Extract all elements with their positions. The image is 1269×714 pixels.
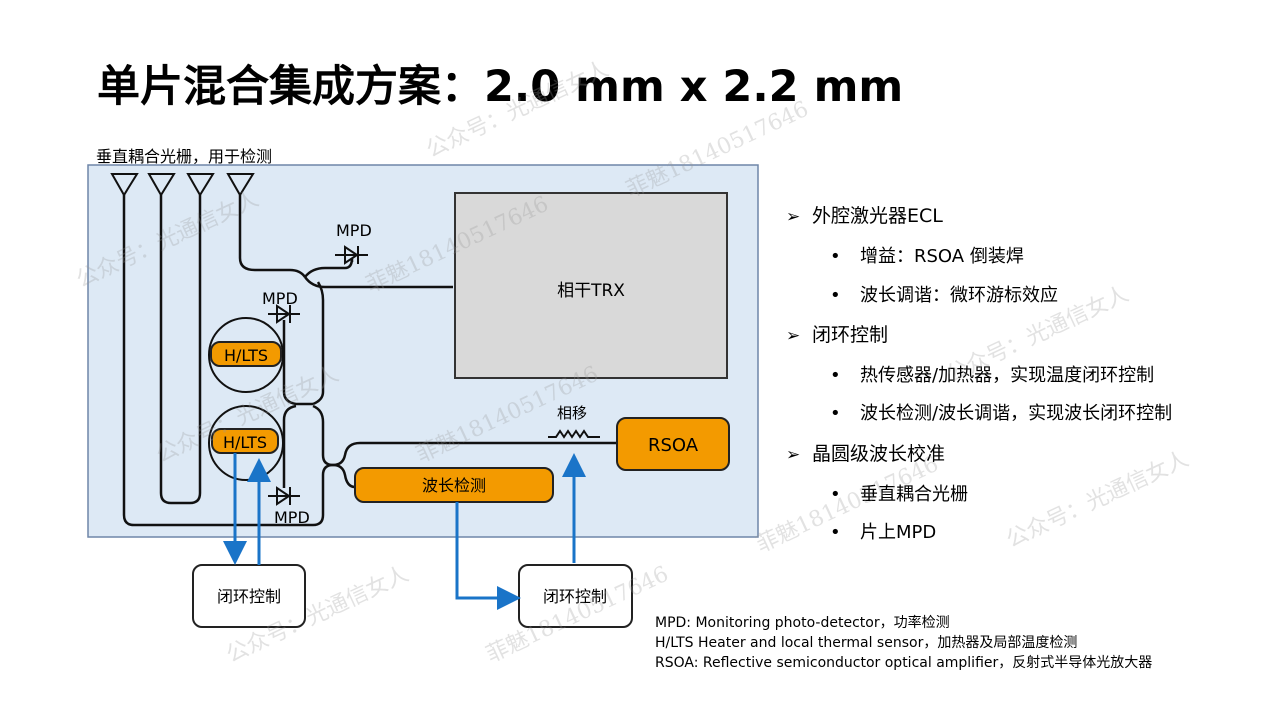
loop-control-box-1	[192, 564, 306, 628]
slide-title: 单片混合集成方案：2.0 mm x 2.2 mm	[97, 62, 904, 112]
bullet-loop-control: ➢ 闭环控制	[786, 320, 888, 347]
dot-bullet-icon: •	[830, 365, 841, 386]
bullet-grating: • 垂直耦合光栅	[830, 480, 968, 506]
loop-control-label-2: 闭环控制	[543, 587, 607, 606]
waveguides	[122, 195, 617, 527]
rsoa-block	[616, 417, 730, 471]
bullet-gain: • 增益：RSOA 倒装焊	[830, 242, 1024, 268]
mpd-label-middle: MPD	[262, 289, 298, 308]
grating-label: 垂直耦合光栅，用于检测	[96, 147, 273, 166]
phase-shifter-icon	[548, 429, 600, 439]
bullet-text: 外腔激光器ECL	[812, 205, 943, 227]
bullet-onchip-mpd: • 片上MPD	[830, 518, 936, 544]
grating-coupler-icons	[110, 173, 255, 197]
mpd-label-top: MPD	[336, 221, 372, 240]
bullet-text: 增益：RSOA 倒装焊	[860, 246, 1024, 267]
bullet-text: 晶圆级波长校准	[812, 443, 946, 465]
loop-control-label-1: 闭环控制	[217, 587, 281, 606]
bullet-ecl: ➢ 外腔激光器ECL	[786, 201, 943, 228]
mpd-label-bottom: MPD	[274, 508, 310, 527]
bullet-thermal: • 热传感器/加热器，实现温度闭环控制	[830, 361, 1154, 387]
arrow-bullet-icon: ➢	[786, 445, 801, 465]
bullet-text: 片上MPD	[860, 522, 937, 543]
ring-resonator-1	[208, 317, 284, 393]
legend-hlts: H/LTS Heater and local thermal sensor，加热…	[655, 635, 1078, 651]
hlts-label-1: H/LTS	[224, 346, 268, 365]
rsoa-label: RSOA	[648, 435, 699, 456]
mpd-diode-icons	[268, 245, 368, 506]
hlts-block-1	[210, 341, 282, 367]
dot-bullet-icon: •	[830, 285, 841, 306]
bullet-text: 热传感器/加热器，实现温度闭环控制	[860, 365, 1155, 386]
arrow-bullet-icon: ➢	[786, 326, 801, 346]
bullet-text: 闭环控制	[812, 324, 889, 346]
wavelength-detect-block	[354, 467, 554, 503]
bullet-wafer-calibration: ➢ 晶圆级波长校准	[786, 439, 945, 466]
legend-rsoa: RSOA: Reflective semiconductor optical a…	[655, 655, 1153, 671]
dot-bullet-icon: •	[830, 522, 841, 543]
bullet-text: 波长检测/波长调谐，实现波长闭环控制	[860, 403, 1173, 424]
dot-bullet-icon: •	[830, 484, 841, 505]
hlts-label-2: H/LTS	[223, 433, 267, 452]
dot-bullet-icon: •	[830, 246, 841, 267]
bullet-text: 垂直耦合光栅	[860, 484, 968, 505]
control-arrows	[223, 453, 586, 610]
bullet-wavelength-loop: • 波长检测/波长调谐，实现波长闭环控制	[830, 399, 1172, 425]
hlts-block-2	[211, 428, 279, 454]
wavelength-detect-label: 波长检测	[422, 476, 486, 495]
legend-mpd: MPD: Monitoring photo-detector，功率检测	[655, 615, 950, 631]
phase-shifter-label: 相移	[557, 404, 587, 422]
coherent-trx-block	[454, 192, 728, 379]
arrow-bullet-icon: ➢	[786, 207, 801, 227]
dot-bullet-icon: •	[830, 403, 841, 424]
bullet-text: 波长调谐：微环游标效应	[860, 285, 1058, 306]
coherent-trx-label: 相干TRX	[557, 281, 625, 301]
bullet-tuning: • 波长调谐：微环游标效应	[830, 281, 1058, 307]
ring-resonator-2	[208, 405, 284, 481]
